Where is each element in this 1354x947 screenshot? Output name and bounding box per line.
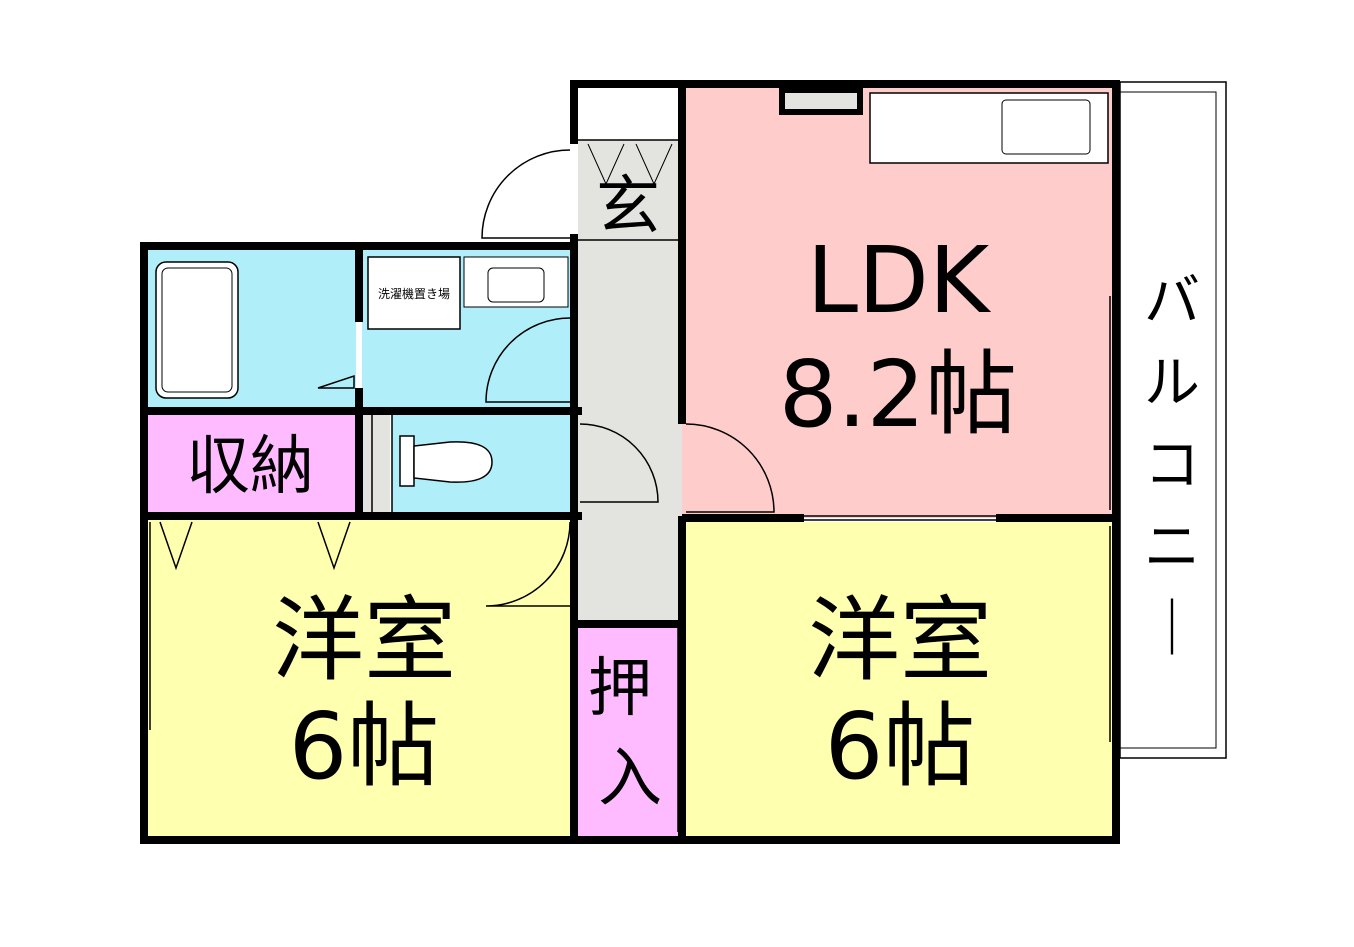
hallway-area: [578, 240, 682, 622]
shoe-box-marks: [587, 143, 673, 186]
balcony-label-char: コ: [1144, 433, 1200, 498]
toilet-fixture: [399, 435, 493, 487]
ldk-size: 8.2帖: [779, 341, 1017, 448]
western-right-name: 洋室: [808, 587, 992, 694]
kitchen-sink: [1001, 99, 1091, 155]
balcony: [1119, 81, 1227, 759]
storage-folding-door: [159, 521, 351, 571]
entrance-top-strip: [578, 88, 682, 140]
western-room-right-area: [686, 522, 1116, 836]
ldk-door: [685, 423, 775, 513]
washroom-door: [485, 317, 571, 403]
storage-label: 収納: [186, 430, 314, 504]
entrance-label: 玄: [596, 170, 660, 244]
washer-label: 洗濯機置き場: [378, 286, 450, 301]
doors: [317, 149, 775, 607]
western-left-size: 6帖: [289, 693, 440, 800]
balcony-label: バルコニ ｜: [1144, 269, 1200, 662]
balcony-label-char: ル: [1144, 351, 1200, 416]
front-door: [481, 149, 571, 239]
balcony-label-char: ニ: [1144, 515, 1200, 580]
closet-area: [578, 626, 682, 836]
entrance-area: [578, 140, 682, 240]
toilet-door: [579, 423, 659, 503]
walls: [140, 80, 1120, 844]
closet-label-char-1: 押: [588, 652, 652, 726]
western-right-size: 6帖: [825, 693, 976, 800]
storage-area: [148, 414, 356, 514]
balcony-label-char: バ: [1144, 269, 1200, 334]
toilet-side-shelf: [362, 414, 390, 514]
ldk-name: LDK: [807, 227, 992, 334]
refrigerator-space: [779, 87, 863, 115]
western-left-door: [485, 521, 571, 607]
western-left-name: 洋室: [272, 587, 456, 694]
western-room-left-area: [148, 518, 574, 838]
closet-label: 押 入: [588, 652, 672, 816]
closet-label-char-2: 入: [598, 742, 662, 816]
bathtub: [155, 261, 239, 399]
washer-spot: [367, 256, 461, 330]
washroom-sink: [463, 256, 569, 308]
bath-door: [317, 374, 355, 389]
balcony-label-char: ｜: [1144, 597, 1200, 662]
